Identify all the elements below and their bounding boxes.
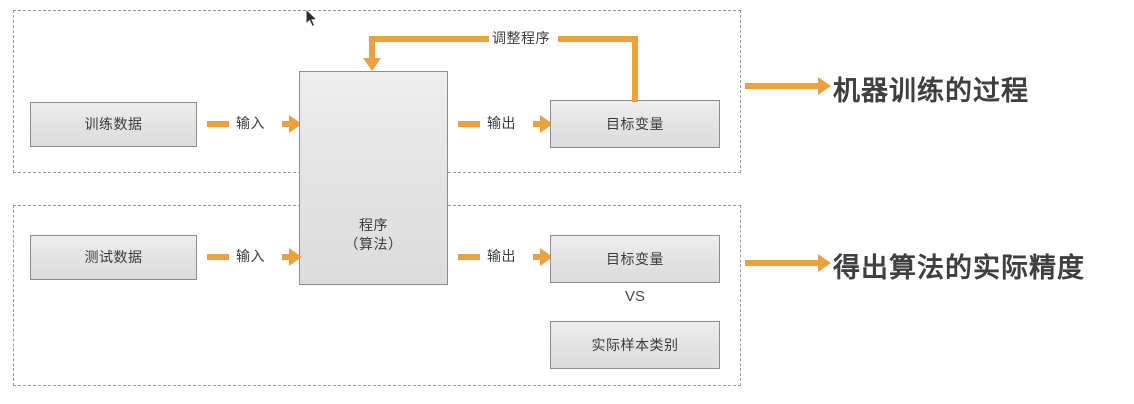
edge-label-output-train: 输出 (487, 115, 516, 131)
edge-label-input-test: 输入 (236, 248, 265, 264)
node-program-algorithm[interactable]: 程序 （算法） (299, 71, 448, 285)
node-target-variable-train-label: 目标变量 (606, 115, 664, 132)
feedback-riser-line (632, 36, 638, 102)
arrow-right-icon-train-input (289, 115, 302, 133)
edge-line-test-input-left (207, 254, 229, 260)
edge-label-input-train: 输入 (236, 115, 265, 131)
node-training-data[interactable]: 训练数据 (30, 102, 197, 147)
node-actual-sample-class[interactable]: 实际样本类别 (550, 321, 720, 369)
comparison-label-vs: VS (624, 288, 645, 305)
node-target-variable-train[interactable]: 目标变量 (550, 100, 720, 148)
node-testing-data[interactable]: 测试数据 (30, 235, 197, 280)
feedback-top-line-left (369, 36, 489, 42)
arrow-right-icon-test-output (540, 248, 553, 266)
edge-line-test-output-left (458, 254, 480, 260)
conclusion-line-training (745, 83, 820, 89)
edge-line-train-input-left (207, 121, 229, 127)
edge-line-train-output-left (458, 121, 480, 127)
edge-line-train-output-right (533, 121, 541, 127)
node-actual-sample-class-label: 实际样本类别 (591, 336, 679, 353)
edge-label-output-test: 输出 (487, 248, 516, 264)
conclusion-text-training: 机器训练的过程 (833, 76, 1029, 106)
conclusion-text-testing: 得出算法的实际精度 (833, 253, 1085, 283)
edge-line-test-input-right (282, 254, 290, 260)
node-testing-data-label: 测试数据 (84, 249, 143, 266)
node-program-label-line1: 程序 (359, 217, 388, 234)
node-target-variable-test-label: 目标变量 (606, 250, 664, 267)
arrow-right-icon-train-output (540, 115, 553, 133)
arrow-down-icon-feedback (363, 58, 381, 71)
arrow-right-icon-test-input (289, 248, 302, 266)
node-training-data-label: 训练数据 (84, 116, 143, 133)
feedback-top-line-right (558, 36, 638, 42)
arrow-right-icon-conclusion-training (818, 77, 831, 95)
node-program-label-line2: （算法） (344, 236, 403, 253)
feedback-label-adjust-program: 调整程序 (492, 30, 550, 46)
feedback-drop-line (369, 40, 375, 62)
arrow-right-icon-conclusion-testing (818, 254, 831, 272)
edge-line-train-input-right (282, 121, 290, 127)
node-target-variable-test[interactable]: 目标变量 (550, 235, 720, 283)
conclusion-line-testing (745, 260, 820, 266)
edge-line-test-output-right (533, 254, 541, 260)
